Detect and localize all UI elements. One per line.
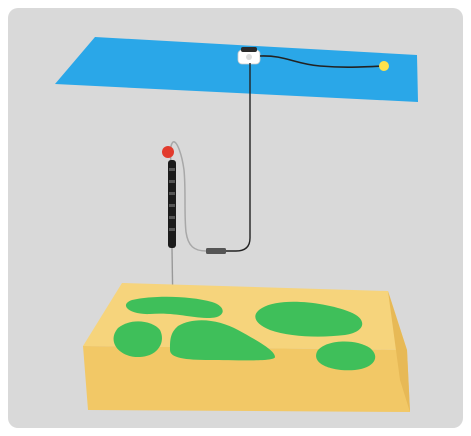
base-right-side [388,291,410,412]
green-patch-2 [255,301,363,337]
green-patch-1 [125,296,223,318]
drop-cable [225,63,251,252]
green-patch-3 [113,321,162,358]
white-module-icon [237,47,261,65]
blue-plane [55,37,418,102]
green-patch-4 [170,320,275,361]
red-tip-icon [162,146,174,158]
green-patch-5 [316,341,376,371]
gray-wire [169,141,207,252]
cable-connector [206,248,226,254]
plane-cable [259,55,384,68]
yellow-led-icon [379,61,389,71]
